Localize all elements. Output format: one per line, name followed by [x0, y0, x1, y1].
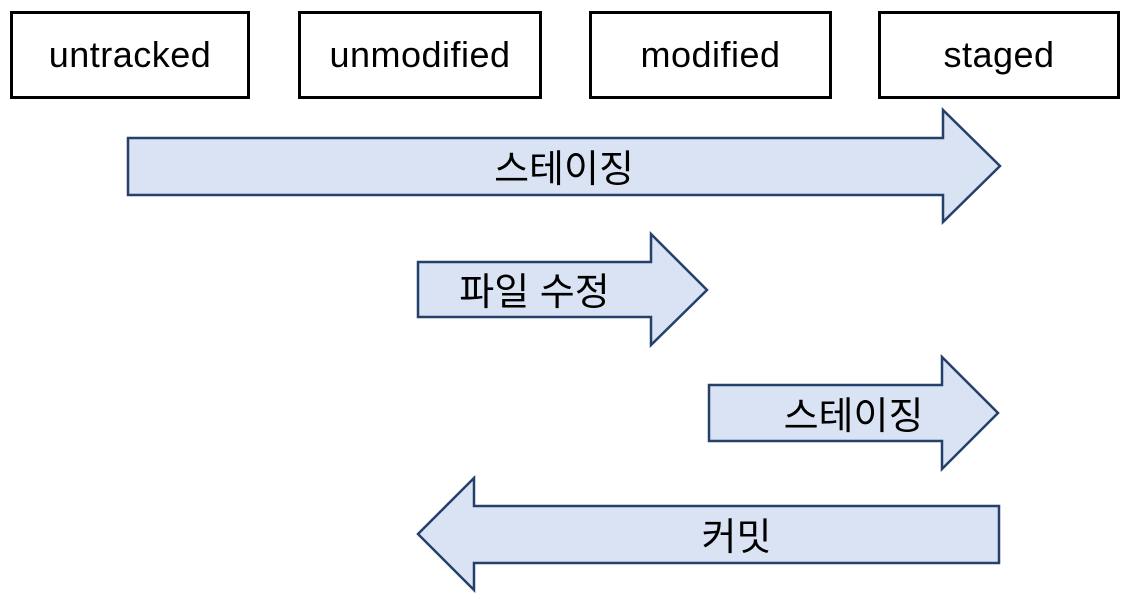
state-box-staged: staged [878, 11, 1120, 99]
file-modify-arrow [416, 230, 709, 348]
state-box-unmodified: unmodified [298, 11, 542, 99]
state-box-modified: modified [589, 11, 832, 99]
staging-short-arrow [707, 353, 1000, 473]
state-label-unmodified: unmodified [329, 34, 511, 75]
state-box-untracked: untracked [10, 11, 250, 99]
state-label-untracked: untracked [48, 34, 212, 75]
staging-full-arrow [126, 107, 1002, 225]
commit-arrow [416, 474, 1001, 594]
state-label-modified: modified [640, 34, 781, 75]
state-label-staged: staged [943, 34, 1055, 75]
